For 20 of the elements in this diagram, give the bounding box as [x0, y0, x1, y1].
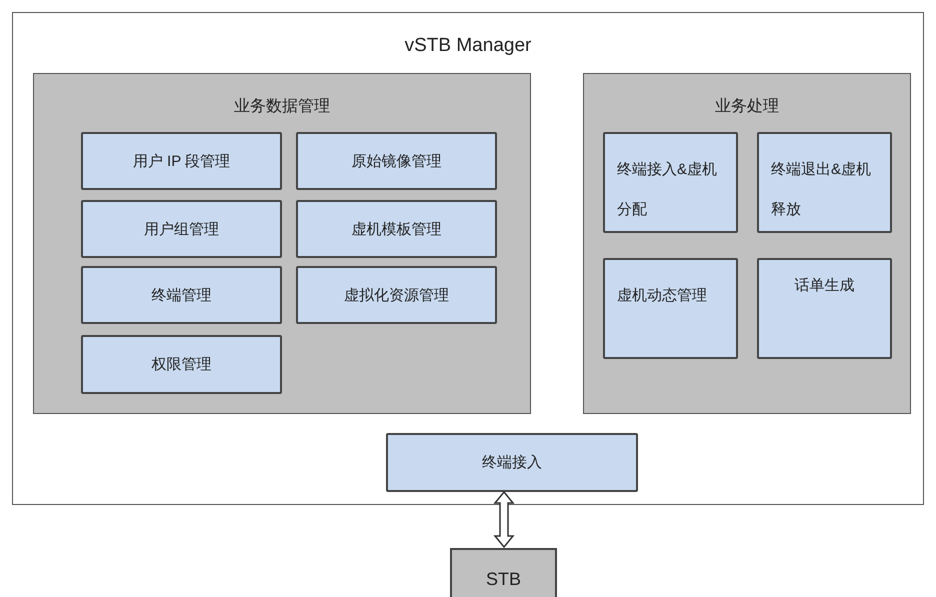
module-box: 权限管理 [81, 335, 282, 394]
module-box: 虚机动态管理 [603, 258, 738, 359]
module-box: 终端接入 [386, 433, 638, 492]
module-box: 终端退出&虚机释放 [757, 132, 892, 233]
module-box: 虚机模板管理 [296, 200, 497, 258]
module-box: 用户组管理 [81, 200, 282, 258]
heading: vSTB Manager [404, 35, 532, 57]
group-panel [583, 73, 911, 414]
module-box: 原始镜像管理 [296, 132, 497, 190]
container-box [12, 12, 924, 505]
module-box: 终端管理 [81, 266, 282, 324]
module-box: 话单生成 [757, 258, 892, 359]
module-box: 虚拟化资源管理 [296, 266, 497, 324]
module-box: 终端接入&虚机分配 [603, 132, 738, 233]
group-panel [33, 73, 531, 414]
heading: 业务处理 [714, 96, 780, 117]
module-box: 用户 IP 段管理 [81, 132, 282, 190]
double-arrow [493, 490, 515, 548]
device-box: STB [450, 548, 557, 597]
heading: 业务数据管理 [233, 96, 331, 117]
